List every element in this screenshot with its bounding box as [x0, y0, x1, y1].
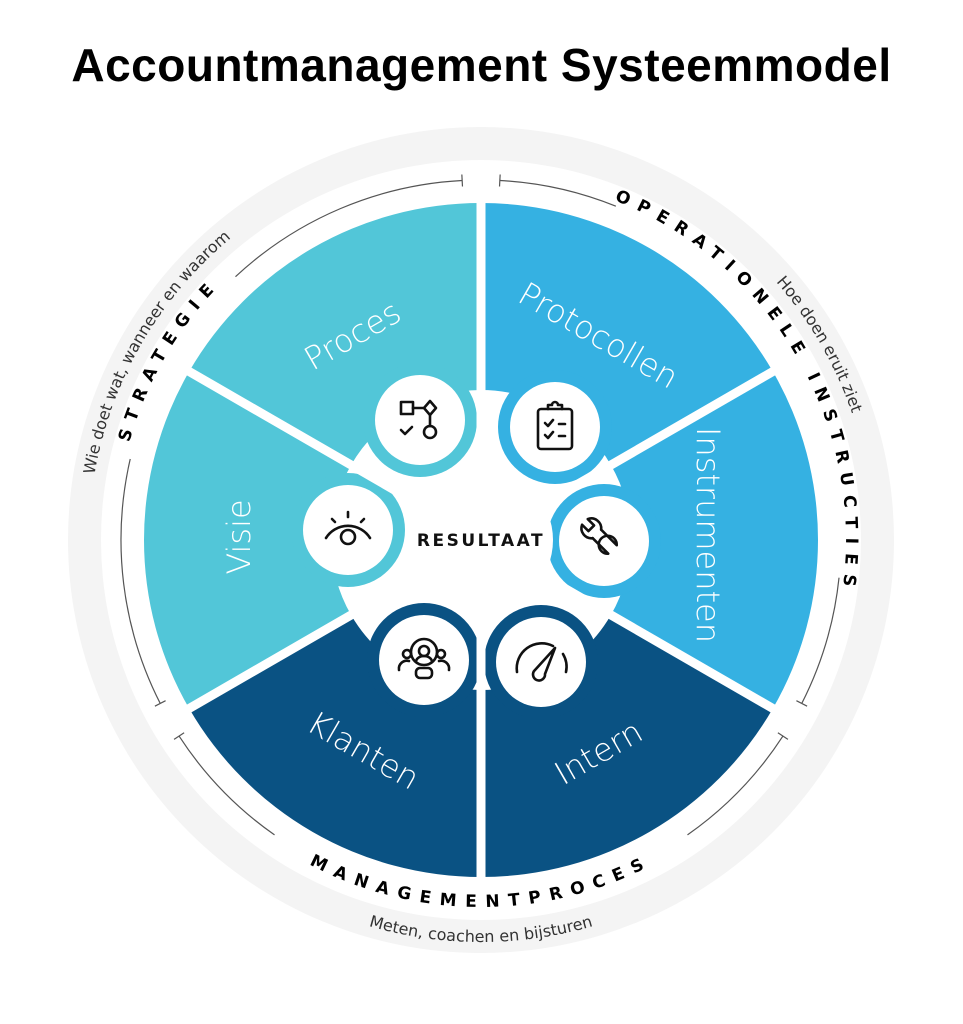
group-bracket [801, 577, 840, 704]
segment-label-instrumenten[interactable]: Instrumenten [689, 427, 727, 643]
eye-icon [324, 510, 372, 546]
group-bracket [120, 458, 161, 704]
bracket-tick [777, 732, 789, 740]
bracket-tick [498, 174, 501, 187]
group-bracket [687, 735, 784, 836]
group-bracket [235, 179, 463, 278]
icon-circle-instrumenten[interactable] [559, 496, 649, 586]
center-label: RESULTAAT [417, 531, 545, 551]
bracket-tick [796, 700, 808, 707]
bracket-tick [173, 732, 185, 740]
segment-shape[interactable] [144, 371, 352, 709]
segment-shape[interactable] [610, 371, 818, 709]
icon-circle-klanten[interactable] [379, 615, 469, 705]
gauge-icon [515, 642, 568, 682]
page-title: Accountmanagement Systeemmodel [71, 39, 892, 91]
center-area [409, 468, 553, 612]
group-brackets [120, 174, 840, 836]
bracket-tick [154, 700, 166, 707]
process-flow-icon [399, 399, 438, 440]
segment-label-visie[interactable]: Visie [220, 499, 258, 574]
clipboard-checklist-icon [536, 400, 574, 451]
group-bracket [499, 179, 617, 207]
wrench-icon [580, 517, 619, 556]
customer-group-icon [397, 637, 451, 680]
icon-circle-protocollen[interactable] [510, 382, 600, 472]
group-bracket [178, 735, 275, 836]
icon-circle-proces[interactable] [375, 375, 465, 465]
bracket-tick [461, 174, 464, 187]
